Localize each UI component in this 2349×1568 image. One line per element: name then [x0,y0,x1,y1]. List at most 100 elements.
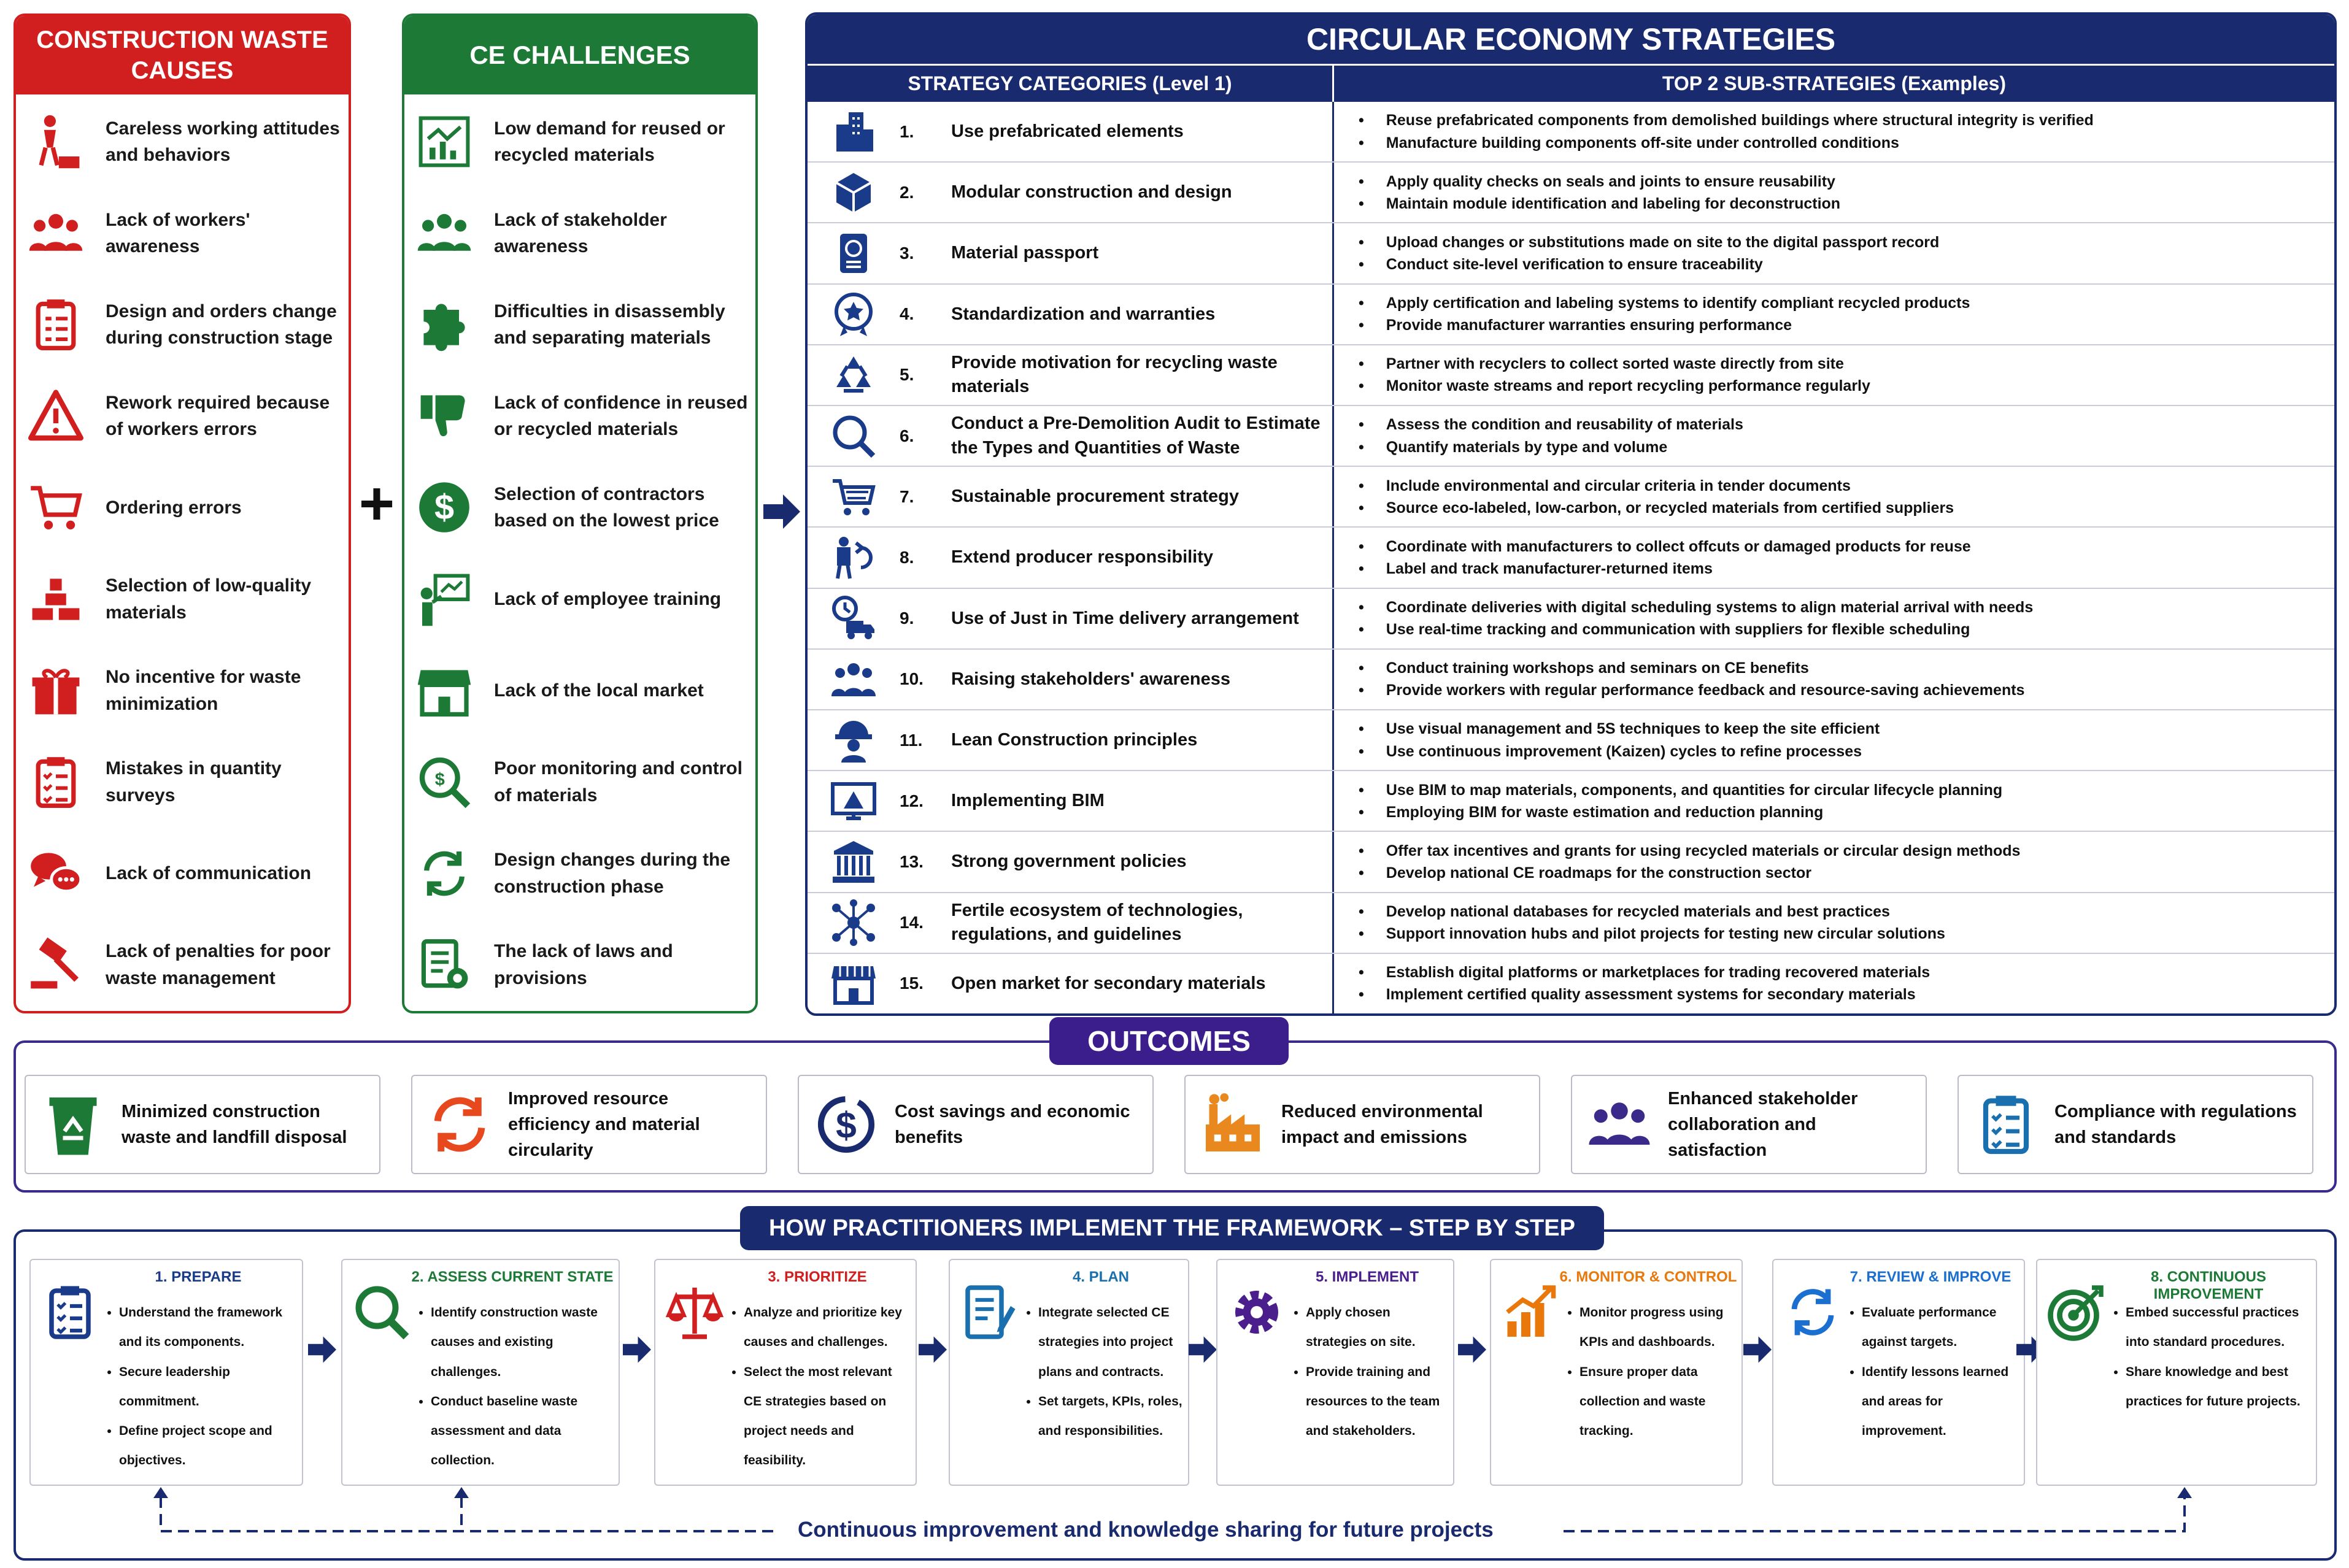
cause-label: No incentive for waste minimization [106,667,301,714]
scales-icon [664,1278,731,1358]
step-bullet: Embed successful practices into standard… [2126,1298,2311,1358]
strategy-number: 3. [900,244,914,263]
strategy-number: 7. [900,486,914,506]
step-bullets: Monitor progress using KPIs and dashboar… [1564,1298,1737,1446]
substrategy-item: Quantify materials by type and volume [1359,436,2334,458]
strategy-number: 14. [900,913,924,932]
step-card: 5. IMPLEMENTApply chosen strategies on s… [1216,1259,1454,1486]
outcome-card: Minimized construction waste and landfil… [25,1075,380,1174]
factory-emissions-icon [1199,1091,1267,1158]
outcome-card: Improved resource efficiency and materia… [411,1075,767,1174]
badge-warranty-icon [808,285,900,344]
cube-icon [808,163,900,222]
substrategy-item: Use real-time tracking and communication… [1359,618,2334,640]
arrow-right-icon [763,494,800,529]
substrategy-item: Conduct site-level verification to ensur… [1359,253,2334,275]
step-bullet: Evaluate performance against targets. [1862,1298,2019,1358]
list-item: Difficulties in disassembly and separati… [411,291,749,358]
substrategy-item: Partner with recyclers to collect sorted… [1359,353,2334,375]
substrategies: Include environmental and circular crite… [1334,467,2334,526]
strategy-row: 5.Provide motivation for recycling waste… [808,344,2334,405]
strategy-label: Raising stakeholders' awareness [951,649,1334,710]
substrategy-item: Use continuous improvement (Kaizen) cycl… [1359,740,2334,763]
chat-bubbles-icon [22,840,90,907]
challenge-label: Low demand for reused or recycled materi… [494,118,725,166]
substrategies: Reuse prefabricated components from demo… [1334,102,2334,161]
bim-model-icon [808,771,900,831]
substrategy-item: Provide workers with regular performance… [1359,679,2334,701]
step-title: 7. REVIEW & IMPROVE [1850,1269,2012,1285]
plan-document-icon [958,1278,1026,1358]
government-building-icon [808,832,900,891]
strategy-label: Fertile ecosystem of technologies, regul… [951,893,1334,953]
outcomes-list: Minimized construction waste and landfil… [25,1075,2313,1174]
target-icon [2046,1278,2113,1358]
causes-title: CONSTRUCTION WASTE CAUSES [16,16,349,94]
strategy-number: 2. [900,182,914,202]
challenge-label: Lack of employee training [494,588,722,609]
cause-label: Rework required because of workers error… [106,392,330,440]
challenge-label: Difficulties in disassembly and separati… [494,301,725,348]
step-card: 8. CONTINUOUS IMPROVEMENTEmbed successfu… [2036,1259,2317,1486]
gift-icon [22,657,90,724]
list-item: Careless working attitudes and behaviors [22,108,342,175]
list-item: Lack of communication [22,840,342,907]
passport-icon [808,223,900,283]
list-item: Rework required because of workers error… [22,382,342,450]
market-stall-icon [808,954,900,1013]
substrategies: Offer tax incentives and grants for usin… [1334,832,2334,891]
svg-text:$: $ [836,1104,857,1146]
substrategy-item: Reuse prefabricated components from demo… [1359,109,2334,131]
substrategies: Establish digital platforms or marketpla… [1334,954,2334,1013]
list-item: Lack of confidence in reused or recycled… [411,382,749,450]
cause-label: Careless working attitudes and behaviors [106,118,340,166]
strategy-label: Provide motivation for recycling waste m… [951,345,1334,405]
strategies-header-row: STRATEGY CATEGORIES (Level 1) TOP 2 SUB-… [808,64,2334,102]
substrategy-item: Develop national databases for recycled … [1359,901,2334,923]
outcome-label: Minimized construction waste and landfil… [122,1101,347,1147]
strategy-label: Implementing BIM [951,771,1334,831]
substrategy-item: Establish digital platforms or marketpla… [1359,961,2334,983]
outcome-label: Enhanced stakeholder collaboration and s… [1668,1088,1858,1161]
challenge-label: Lack of the local market [494,680,704,701]
list-item: Design and orders change during construc… [22,291,342,358]
step-bullet: Integrate selected CE strategies into pr… [1038,1298,1183,1387]
bar-chart-up-icon [1500,1278,1567,1358]
bricks-icon [22,566,90,633]
step-bullet: Select the most relevant CE strategies b… [744,1358,911,1476]
cause-label: Mistakes in quantity surveys [106,758,282,805]
strategy-row: 10.Raising stakeholders' awarenessConduc… [808,648,2334,710]
cause-label: Selection of low-quality materials [106,575,312,623]
challenge-label: Selection of contractors based on the lo… [494,483,719,531]
step-bullets: Apply chosen strategies on site.Provide … [1290,1298,1448,1446]
chart-icon [411,108,478,175]
outcome-card: Reduced environmental impact and emissio… [1184,1075,1540,1174]
arrow-right-icon [308,1336,336,1363]
network-ecosystem-icon [808,893,900,953]
list-item: Mistakes in quantity surveys [22,748,342,816]
causes-list: Careless working attitudes and behaviors… [16,108,349,999]
challenge-label: Lack of stakeholder awareness [494,209,667,257]
substrategy-item: Coordinate with manufacturers to collect… [1359,536,2334,558]
strategy-number: 13. [900,852,924,872]
dollar-coin-icon: $ [411,474,478,541]
strategy-number: 11. [900,730,923,750]
step-bullet: Identify construction waste causes and e… [431,1298,614,1387]
outcome-label: Improved resource efficiency and materia… [508,1088,700,1161]
step-bullet: Monitor progress using KPIs and dashboar… [1580,1298,1737,1358]
arrow-right-icon [919,1336,947,1363]
step-card: 7. REVIEW & IMPROVE Evaluate performance … [1772,1259,2025,1486]
substrategies: Develop national databases for recycled … [1334,893,2334,953]
causes-panel: CONSTRUCTION WASTE CAUSES Careless worki… [14,13,351,1013]
strategy-number: 10. [900,669,924,689]
list-item: Low demand for reused or recycled materi… [411,108,749,175]
substrategy-item: Implement certified quality assessment s… [1359,983,2334,1005]
svg-text:$: $ [435,770,445,790]
substrategies: Partner with recyclers to collect sorted… [1334,345,2334,405]
cause-label: Design and orders change during construc… [106,301,337,348]
magnifier-icon: $ [411,748,478,816]
substrategies: Use visual management and 5S techniques … [1334,710,2334,770]
step-bullet: Conduct baseline waste assessment and da… [431,1387,614,1476]
step-title: 8. CONTINUOUS IMPROVEMENT [2150,1269,2266,1302]
list-item: The lack of laws and provisions [411,931,749,999]
